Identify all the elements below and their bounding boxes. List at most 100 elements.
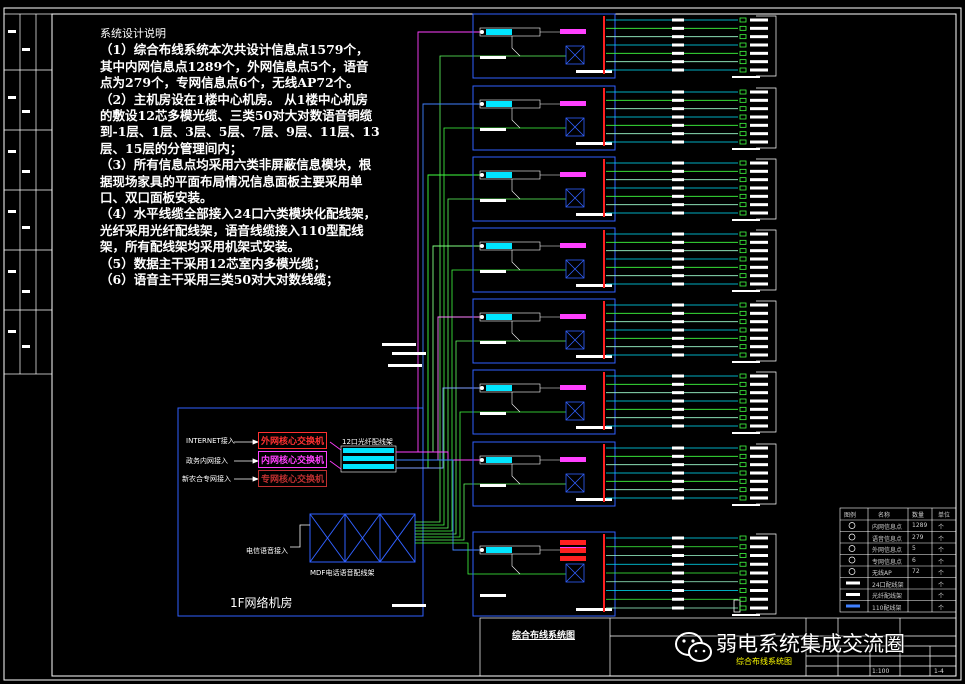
legend-name: 无线AP — [872, 570, 892, 577]
voice-input-label: 电信语音接入 — [246, 547, 288, 555]
label-bar — [480, 270, 506, 273]
outlet-bar — [672, 571, 684, 575]
legend-name: 光纤配线架 — [872, 593, 903, 600]
legend-symbol — [846, 604, 860, 608]
legend-name: 外网信息点 — [872, 547, 903, 554]
outlet-bar — [672, 274, 684, 278]
legend-header-icon: 图例 — [844, 512, 857, 519]
patch-panel — [560, 457, 586, 462]
outlet-label-bar — [750, 589, 768, 592]
port-dot — [480, 386, 484, 390]
outlet-icon — [739, 281, 747, 287]
backbone-fiber — [396, 387, 480, 469]
outlet-label-bar — [750, 240, 768, 244]
outlet-bar — [672, 161, 684, 165]
legend-name: 24口配线架 — [872, 581, 904, 589]
floor-bracket — [756, 443, 777, 505]
outlet-bar — [672, 211, 684, 215]
legend-unit: 个 — [938, 570, 945, 577]
outlet-icon — [739, 553, 747, 558]
note-item: （5）数据主干采用12芯室内多模光缆； — [100, 255, 327, 271]
title-block-scale: 1:100 — [872, 668, 890, 675]
voice-panel — [560, 548, 586, 553]
mdf-cross-icon — [565, 117, 585, 137]
outlet-icon — [739, 352, 747, 358]
outlet-label-bar — [750, 416, 768, 420]
watermark-text: 弱电系统集成交流圈 — [716, 632, 905, 656]
strip-mark — [22, 345, 30, 348]
outlet-bar — [672, 60, 684, 64]
outlet-label-bar — [750, 282, 768, 286]
outlet-label-bar — [750, 274, 768, 278]
floor-bracket — [756, 533, 777, 615]
outlet-bar — [672, 178, 684, 182]
outlet-icon — [739, 59, 747, 65]
outlet-icon — [739, 487, 747, 493]
backbone-voice — [415, 198, 566, 529]
legend-qty: 72 — [912, 568, 920, 575]
backbone-voice — [415, 483, 566, 541]
label-bar — [480, 484, 506, 487]
legend-header-unit: 单位 — [938, 512, 951, 519]
revision-strip — [3, 13, 53, 375]
backbone-voice — [415, 411, 566, 538]
outlet-label-bar — [750, 90, 768, 94]
outlet-label-bar — [750, 488, 768, 492]
port-dot — [480, 173, 484, 177]
legend-table — [839, 507, 957, 613]
outlet-bar — [672, 43, 684, 47]
outlet-icon — [739, 231, 747, 237]
outlet-icon — [739, 67, 747, 73]
cross-line — [565, 330, 585, 350]
title-block-name: 综合布线系统图 — [736, 657, 792, 666]
wechat-icon — [675, 632, 712, 662]
outlet-icon — [739, 177, 747, 183]
label-bar — [480, 56, 506, 59]
floor-cabinet — [472, 531, 777, 617]
outlet-icon — [739, 373, 747, 379]
label-bar — [480, 128, 506, 131]
outlet-label-bar — [750, 424, 768, 428]
cross-line — [565, 188, 585, 208]
outlet-bar — [672, 382, 684, 386]
backbone-voice — [415, 542, 566, 575]
outlet-icon — [739, 398, 747, 404]
outlet-label-bar — [750, 479, 768, 483]
strip-mark — [8, 330, 16, 333]
outlet-bar — [672, 140, 684, 144]
outlet-bar — [672, 391, 684, 395]
note-item: （6）语音主干采用三类50对大对数线缆； — [100, 272, 339, 288]
backbone-fiber — [396, 316, 480, 461]
outlet-bar — [672, 353, 684, 357]
floor-box — [472, 531, 616, 617]
switch-ports — [486, 547, 512, 553]
cross-line — [565, 473, 585, 493]
floor-cabinet — [472, 13, 777, 79]
mdf-cross-icon — [565, 473, 585, 493]
backbone-voice — [415, 340, 566, 535]
strip-mark — [22, 170, 30, 173]
outlet-bar — [672, 169, 684, 173]
strip-mark — [22, 110, 30, 113]
mdf-cross-icon — [565, 330, 585, 350]
switch-ports — [486, 457, 512, 463]
label-bar — [480, 594, 506, 597]
legend-name: 内网信息点 — [872, 524, 903, 531]
outlet-label-bar — [750, 60, 768, 64]
outlet-label-bar — [750, 140, 768, 144]
outlet-bar — [672, 68, 684, 72]
outlet-icon — [739, 579, 747, 585]
outlet-bar — [672, 194, 684, 198]
outlet-icon — [739, 131, 747, 137]
floor-bracket — [756, 15, 777, 77]
outlet-label-bar — [750, 391, 768, 395]
floor-bracket — [756, 158, 777, 220]
outlet-icon — [739, 445, 747, 451]
switch-ports — [486, 29, 512, 35]
outlet-label-bar — [750, 211, 768, 215]
outlet-label-bar — [750, 597, 768, 601]
outlet-bar — [672, 545, 684, 549]
outlet-label-bar — [750, 454, 768, 458]
outlet-bar — [672, 203, 684, 207]
floor-cabinet — [472, 441, 777, 507]
